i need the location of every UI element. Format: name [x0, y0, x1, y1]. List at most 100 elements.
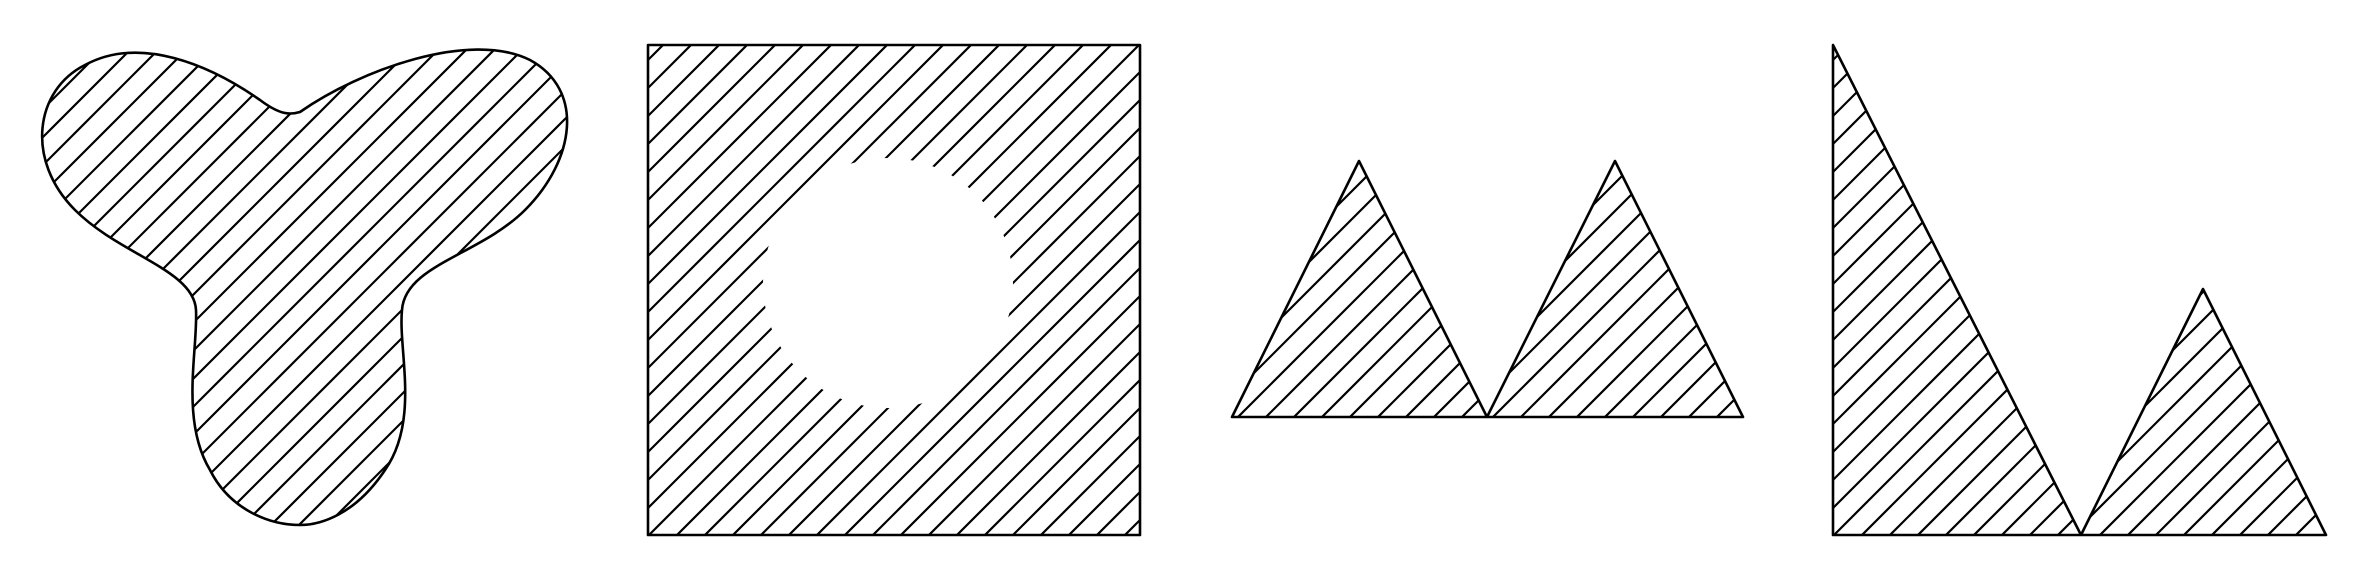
tall-triangle-hatch-line — [1874, 45, 2081, 535]
square-hatch-line — [648, 45, 931, 535]
trefoil-hatch-line — [42, 49, 339, 525]
square-hatch-line — [648, 45, 903, 535]
square-hatch-line — [1109, 45, 1140, 535]
square-hatch-line — [1081, 45, 1140, 535]
tall-triangle-hatch-line — [1833, 45, 2081, 535]
trefoil-hatch-line — [273, 49, 568, 525]
trefoil-hatch-line — [42, 49, 311, 525]
tall-triangle-hatch-line — [1986, 45, 2081, 535]
triangle-right-hatch-line — [1487, 161, 1631, 417]
trefoil-hatch-line — [42, 49, 479, 525]
triangle-right-hatch-line — [1487, 161, 1575, 417]
square-hatch-line — [801, 45, 1140, 535]
trefoil-hatch-line — [42, 49, 143, 525]
triangle-left-hatch-line — [1232, 161, 1236, 417]
triangle-left-hatch-line — [1232, 161, 1348, 417]
unequal-triangles-outline — [1831, 43, 2328, 537]
triangle-right-hatch-line — [1502, 161, 1743, 417]
triangle-left-hatch-line — [1232, 161, 1320, 417]
trefoil-hatch-line — [42, 49, 115, 525]
square-hatch-line — [648, 45, 959, 535]
trefoil-hatch-line — [357, 49, 568, 525]
tall-triangle-hatch-line — [1846, 45, 2081, 535]
square-hatch-line — [829, 45, 1140, 535]
small-triangle-hatch-line — [2252, 289, 2326, 535]
triangle-left-hatch-line — [1232, 161, 1487, 417]
tall-triangle-hatch-line — [1833, 45, 2081, 535]
square-hatch-line — [913, 45, 1140, 535]
trefoil-hatch-line — [42, 49, 423, 525]
trefoil-hatch-line — [49, 49, 568, 525]
small-triangle-hatch-line — [2224, 289, 2326, 535]
triangle-left-hatch-line — [1443, 161, 1487, 417]
triangle-right-hatch-line — [1670, 161, 1743, 417]
trefoil-hatch-line — [42, 49, 563, 525]
tall-triangle-hatch-line — [1833, 45, 2081, 535]
square-hatch-line — [969, 45, 1140, 535]
square-hatching — [648, 45, 1140, 535]
trefoil-hatch-line — [161, 49, 568, 525]
triangle-left-hatch-line — [1359, 161, 1487, 417]
triangle-right-hatch-line — [1642, 161, 1743, 417]
triangle-left-hatch-line — [1232, 161, 1264, 417]
square-hatch-line — [773, 45, 1140, 535]
trefoil-hatch-line — [497, 49, 568, 525]
triangle-right-hatch-line — [1487, 161, 1743, 417]
tall-triangle-hatching — [1833, 45, 2081, 535]
triangle-right-hatch-line — [1487, 161, 1715, 417]
square-outline — [646, 43, 1142, 537]
trefoil-hatch-line — [42, 49, 199, 525]
square-hatch-line — [1025, 45, 1140, 535]
trefoil-hatch-line — [245, 49, 568, 525]
triangle-right-hatch-line — [1487, 161, 1603, 417]
triangle-right-hatch-line — [1487, 161, 1659, 417]
square-hatch-line — [648, 45, 651, 535]
trefoil-hatch-line — [42, 49, 87, 525]
square-hatch-line — [648, 45, 875, 535]
tall-triangle-hatch-line — [1902, 45, 2081, 535]
trefoil-hatch-line — [525, 49, 568, 525]
tall-triangle-hatch-line — [1833, 45, 2081, 535]
square-hatch-line — [648, 45, 1015, 535]
triangle-left-hatch-line — [1232, 161, 1487, 417]
tall-triangle-hatch-line — [1833, 45, 2081, 535]
square-hatch-line — [1137, 45, 1140, 535]
tall-triangle-hatch-line — [1833, 45, 1948, 535]
square-hatch-line — [941, 45, 1140, 535]
square-hatch-line — [648, 45, 791, 535]
small-triangle-hatch-line — [2112, 289, 2326, 535]
trefoil-hatch-line — [385, 49, 568, 525]
trefoil-hatch-line — [441, 49, 568, 525]
tall-triangle-hatch-line — [1833, 45, 2081, 535]
square-hatch-line — [885, 45, 1140, 535]
trefoil-outline — [40, 48, 569, 527]
trefoil-hatch-line — [42, 49, 227, 525]
square-hatch-line — [648, 45, 819, 535]
triangle-left-hatch-line — [1331, 161, 1487, 417]
trefoil-hatch-line — [77, 49, 568, 525]
triangle-right-hatch-line — [1614, 161, 1743, 417]
trefoil-hatch-line — [582, 10, 1122, 550]
triangle-left-hatch-line — [1232, 161, 1460, 417]
square-hatch-line — [648, 45, 987, 535]
trefoil-hatch-line — [42, 49, 283, 525]
triangle-left-hatch-line — [1387, 161, 1487, 417]
trefoil-hatch-line — [133, 49, 568, 525]
trefoil-hatch-line — [0, 10, 30, 550]
square-hatch-line — [648, 45, 707, 535]
square-hatch-line — [648, 45, 763, 535]
twin-triangles-outline — [1230, 159, 1745, 419]
small-triangle-hatch-line — [2308, 289, 2326, 535]
triangle-left-hatch-line — [1471, 161, 1487, 417]
small-triangle-hatch-line — [2084, 289, 2326, 535]
small-triangle-hatch-line — [2196, 289, 2326, 535]
tall-triangle-hatch-line — [1930, 45, 2081, 535]
trefoil-hatch-line — [553, 49, 568, 525]
trefoil-hatch-line — [42, 49, 535, 525]
triangle-left-hatch-line — [1247, 161, 1487, 417]
triangle-left-hatch-line — [1232, 161, 1432, 417]
triangle-right-hatch-line — [1487, 161, 1491, 417]
trefoil-hatch-line — [217, 49, 568, 525]
triangle-left-hatch-line — [1232, 161, 1292, 417]
